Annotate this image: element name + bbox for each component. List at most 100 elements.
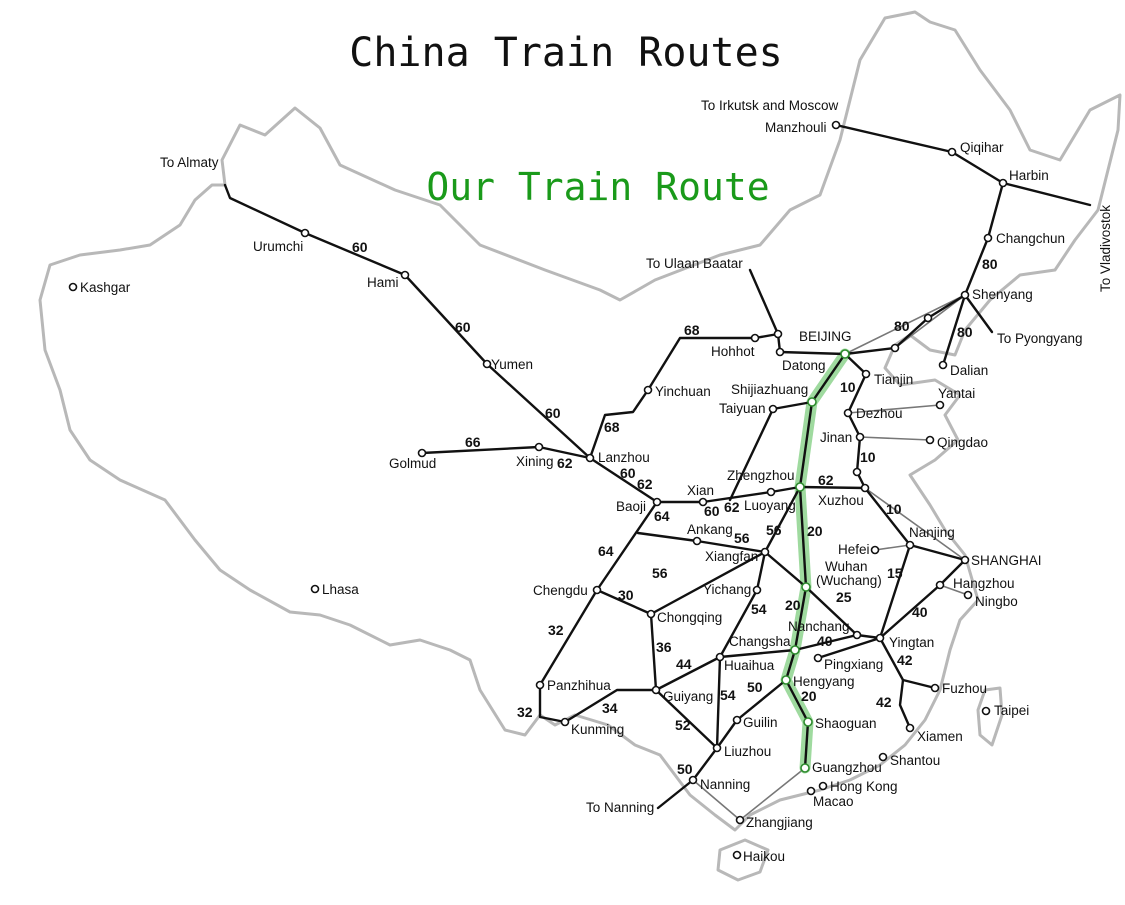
label-fuzhou: Fuzhou <box>942 681 987 696</box>
train-number: 10 <box>840 379 856 395</box>
node-dezhou <box>843 408 853 418</box>
train-number: 60 <box>545 405 561 421</box>
label-kunming: Kunming <box>571 722 624 737</box>
label-ankang: Ankang <box>687 522 733 537</box>
label-macao: Macao <box>813 794 854 809</box>
node-dalian <box>938 360 948 370</box>
node-yingtan <box>875 633 885 643</box>
train-number: 68 <box>684 322 700 338</box>
label-manzhouli: Manzhouli <box>765 120 827 135</box>
train-number: 60 <box>620 465 636 481</box>
train-number: 62 <box>724 499 740 515</box>
train-number: 56 <box>766 522 782 538</box>
label-hohhot: Hohhot <box>711 344 755 359</box>
line-shenyang-beijing-alt <box>844 294 966 355</box>
label-liuzhou: Liuzhou <box>724 744 771 759</box>
node-hefei <box>870 545 880 555</box>
dest-almaty: To Almaty <box>160 155 219 170</box>
label-golmud: Golmud <box>389 456 436 471</box>
node-lanzhou <box>585 453 595 463</box>
label-taiyuan: Taiyuan <box>719 401 766 416</box>
line-beijing-shanghai <box>843 352 967 562</box>
line-chongqing-liuzhou <box>649 612 722 750</box>
train-number: 80 <box>982 256 998 272</box>
node-shanghai <box>960 555 970 565</box>
node-hong-kong <box>818 781 828 791</box>
line-fuzhou-xiamen <box>898 678 912 730</box>
label-hami: Hami <box>367 275 399 290</box>
node-golmud <box>417 448 427 458</box>
label-yumen: Yumen <box>491 357 533 372</box>
line-jinan-qingdao <box>859 436 931 441</box>
node-hohhot <box>750 333 760 343</box>
label-nanjing: Nanjing <box>909 525 955 540</box>
node-baoji <box>652 497 662 507</box>
label-xuzhou: Xuzhou <box>818 493 864 508</box>
node-wuhan <box>801 582 811 592</box>
train-number: 42 <box>897 652 913 668</box>
label-dezhou: Dezhou <box>856 406 903 421</box>
line-xuzhou-shanghai <box>864 487 966 561</box>
line-shenyang-vladivostok <box>963 181 1092 297</box>
train-number: 32 <box>548 622 564 638</box>
line-shenyang-dalian <box>941 293 967 367</box>
train-number: 34 <box>602 700 618 716</box>
node-changchun <box>983 233 993 243</box>
node-tianjin <box>861 369 871 379</box>
line-dezhou-yantai <box>847 404 941 414</box>
node-tangshan <box>890 343 900 353</box>
label-guilin: Guilin <box>743 715 778 730</box>
line-pingxiang-shanghai <box>816 558 967 660</box>
train-number: 62 <box>637 476 653 492</box>
node-datong <box>773 329 783 339</box>
label-beijing: BEIJING <box>799 329 852 344</box>
train-number: 20 <box>801 688 817 704</box>
train-number: 42 <box>876 694 892 710</box>
page-title: China Train Routes <box>349 30 782 76</box>
node-pingxiang <box>813 653 823 663</box>
node-xian <box>698 497 708 507</box>
node-yichang <box>752 585 762 595</box>
label-qingdao: Qingdao <box>937 435 988 450</box>
node-haikou <box>732 850 742 860</box>
label-zhangjiang: Zhangjiang <box>746 815 813 830</box>
node-guilin <box>732 715 742 725</box>
train-number: 40 <box>912 604 928 620</box>
label-qiqihar: Qiqihar <box>960 140 1004 155</box>
train-number: 54 <box>751 601 767 617</box>
label-wuhan: Wuhan <box>825 559 868 574</box>
line-chengdu-xiangfan <box>595 485 802 616</box>
node-zhangjiakou <box>775 347 785 357</box>
line-beijing-shenyang <box>843 293 967 356</box>
china-border <box>38 10 1122 832</box>
rail-lines <box>223 123 1092 810</box>
line-zhengzhou-xuzhou <box>798 485 867 490</box>
node-huaihua <box>715 652 725 662</box>
train-number: 60 <box>704 503 720 519</box>
label-ningbo: Ningbo <box>975 594 1018 609</box>
node-macao <box>806 786 816 796</box>
line-wuhan-nanjing <box>804 543 912 640</box>
line-hangzhou-ningbo <box>939 584 969 596</box>
node-nanjing <box>905 540 915 550</box>
label-xian: Xian <box>687 483 714 498</box>
node-hengyang <box>781 675 791 685</box>
train-number: 25 <box>836 589 852 605</box>
label-haikou: Haikou <box>743 849 785 864</box>
label-yichang: Yichang <box>703 582 751 597</box>
label-nanning: Nanning <box>700 777 750 792</box>
node-nanning <box>688 775 698 785</box>
node-harbin <box>998 178 1008 188</box>
label-harbin: Harbin <box>1009 168 1049 183</box>
label-hengyang: Hengyang <box>793 674 855 689</box>
line-nanning-zhangjiang <box>692 779 741 821</box>
train-number: 56 <box>652 565 668 581</box>
node-yinchuan <box>643 385 653 395</box>
label-datong: Datong <box>782 358 826 373</box>
train-number: 30 <box>618 587 634 603</box>
city-labels: Manzhouli Qiqihar Harbin Changchun Sheny… <box>80 120 1065 864</box>
node-shijiazhuang <box>807 397 817 407</box>
label-changsha: Changsha <box>729 634 791 649</box>
label-shijiazhuang: Shijiazhuang <box>731 382 808 397</box>
label-pingxiang: Pingxiang <box>824 657 883 672</box>
